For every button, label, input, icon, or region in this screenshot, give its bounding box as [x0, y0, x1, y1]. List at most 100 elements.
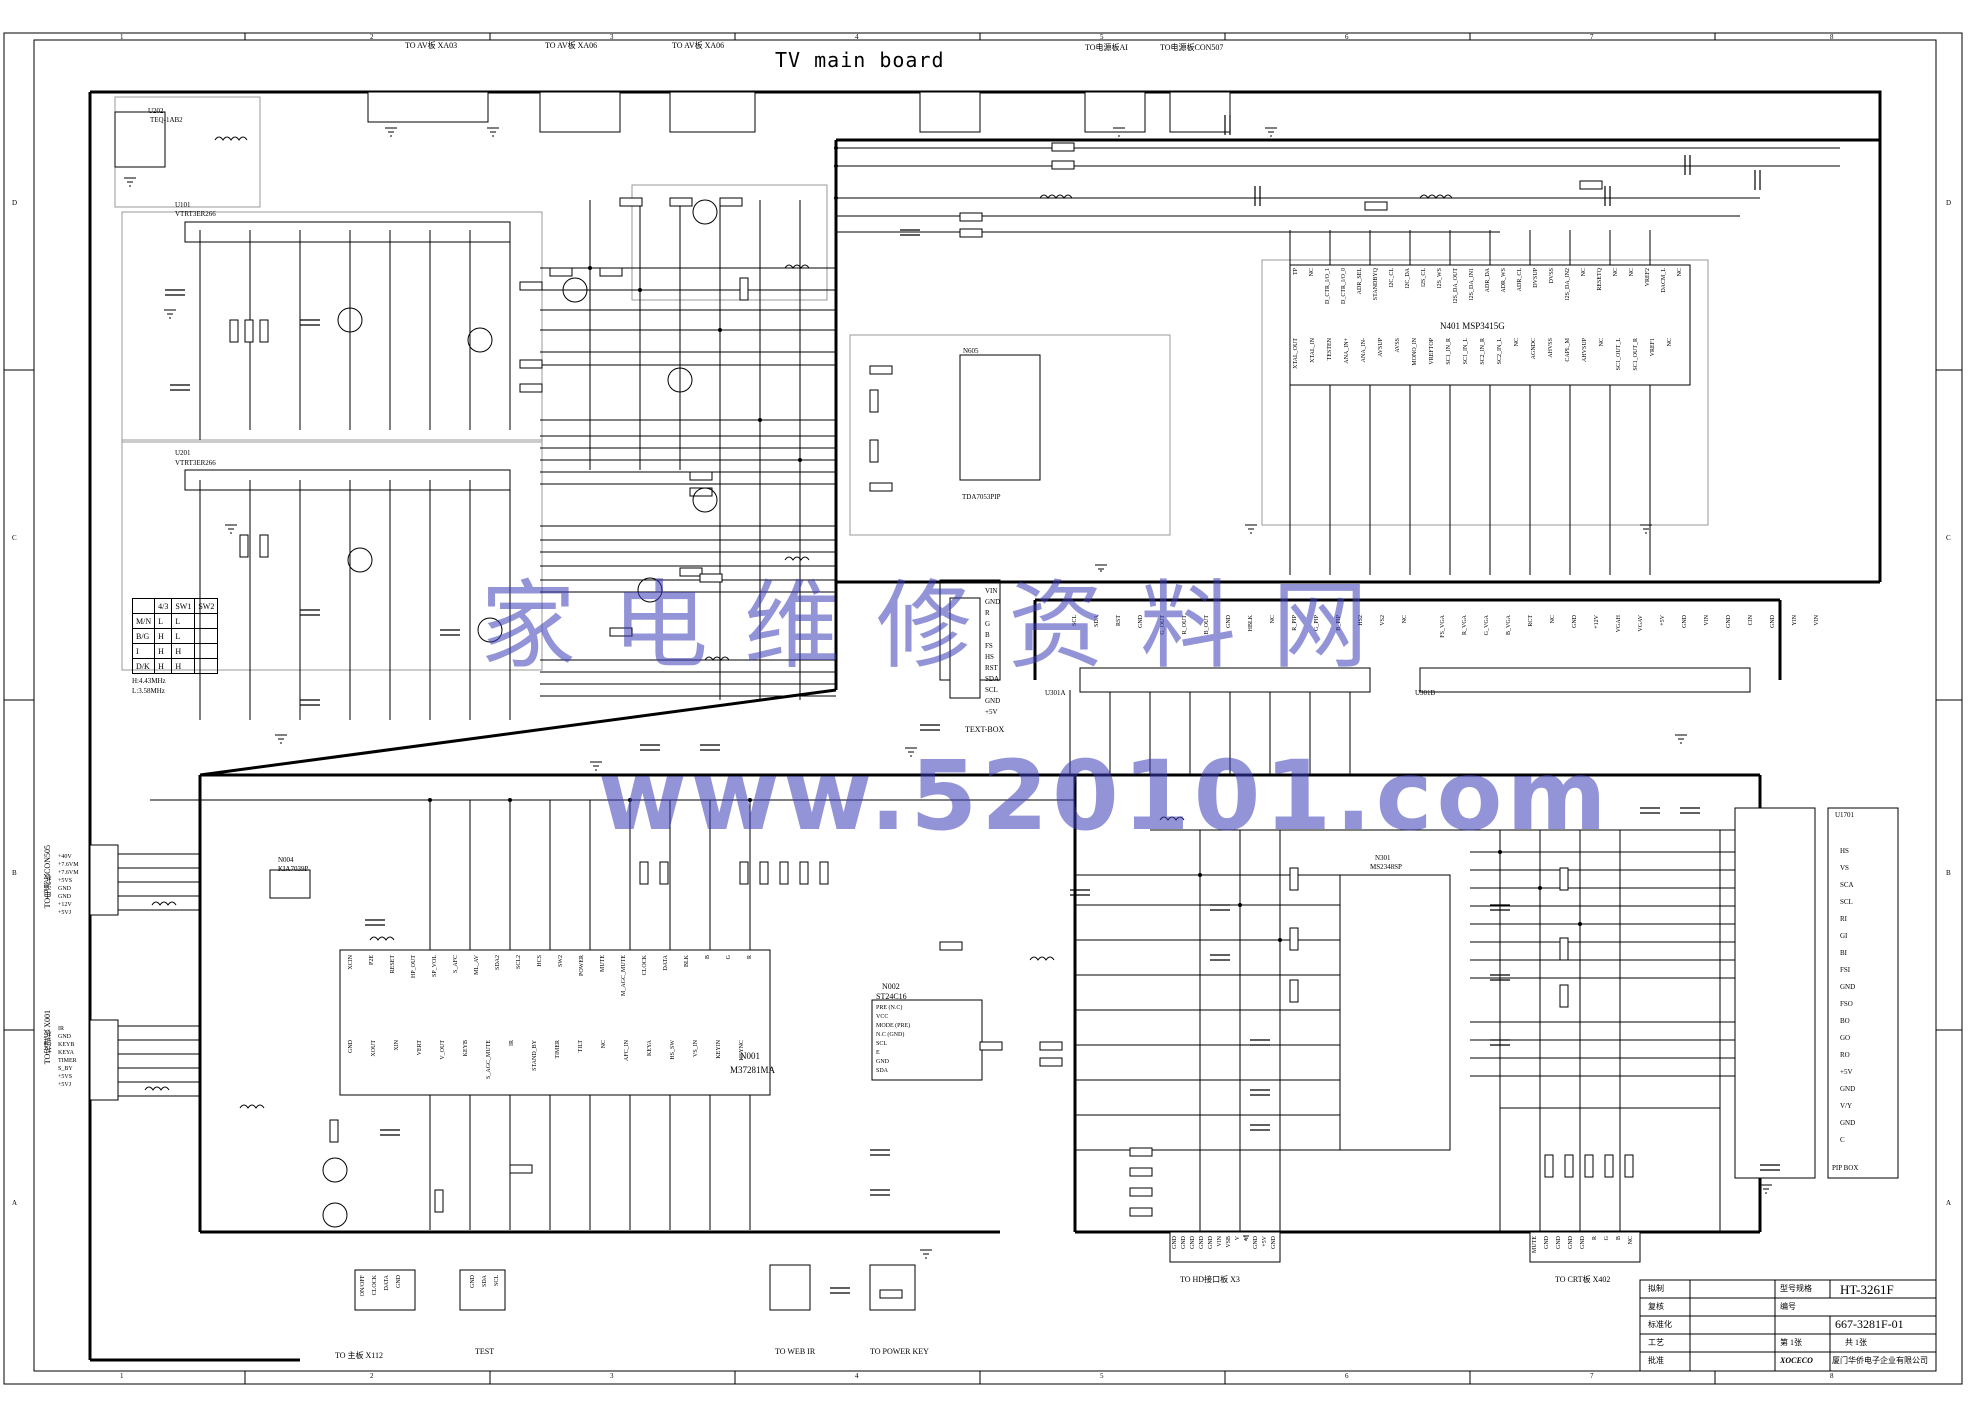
- pin-label: M_AGC_MUTE: [621, 955, 627, 997]
- grid-col-4-bottom: 4: [855, 1372, 859, 1380]
- sw-table-cell: H: [154, 628, 173, 644]
- pin-label: ML_AV: [474, 955, 480, 975]
- pin-label: NC: [1550, 615, 1556, 624]
- pin-label: V: [1235, 1236, 1241, 1241]
- pin-label: RI: [1840, 915, 1847, 923]
- pin-label: MODE (PRE): [876, 1023, 911, 1029]
- pin-label: GND: [1172, 1236, 1178, 1249]
- pin-label: AHVSUP: [1582, 338, 1588, 363]
- ic-u201-part: VTRT3ER266: [175, 459, 216, 467]
- pin-label: NC: [601, 1040, 607, 1049]
- connector-x104a-label: TO AV板 XA06: [672, 41, 725, 50]
- pin-label: RST: [985, 664, 998, 672]
- pin-label: CIN: [1748, 615, 1754, 626]
- pin-label: GND: [1568, 1236, 1574, 1249]
- pin-label: GND: [985, 598, 1001, 606]
- ic-u301a-label: U301A: [1045, 689, 1066, 697]
- tb-company: 厦门华侨电子企业有限公司: [1832, 1356, 1928, 1365]
- sw-table-cell: [194, 613, 219, 629]
- pin-label: VCC: [876, 1014, 889, 1020]
- pin-label: GND: [1580, 1236, 1586, 1249]
- connector-x005-label: TO按键板 X001: [43, 1010, 52, 1065]
- ic-u201-name: U201: [175, 449, 191, 457]
- pin-label: ANA_IN+: [1344, 338, 1350, 364]
- ic-n002-part: ST24C16: [876, 992, 907, 1001]
- connector-x503-label: TO电源板CON505: [43, 845, 52, 909]
- pin-label: Y: [1244, 1236, 1250, 1241]
- tb-model: HT-3261F: [1840, 1282, 1894, 1297]
- sw-note-h: H:4.43MHz: [132, 677, 166, 685]
- pin-label: ADR_DA: [1485, 268, 1491, 293]
- pin-label: XTAL_OUT: [1293, 338, 1299, 369]
- ic-n301-name: N301: [1375, 854, 1391, 862]
- connector-x009-label: TO POWER KEY: [870, 1347, 929, 1356]
- pin-label: FS_VGA: [1440, 615, 1446, 638]
- pin-label: KEYA: [647, 1040, 653, 1056]
- tb-approve: 批准: [1648, 1356, 1664, 1365]
- pin-label: GND: [470, 1275, 476, 1288]
- pin-label: KEYIN: [716, 1040, 722, 1059]
- grid-col-7: 7: [1590, 33, 1594, 41]
- pin-label: XIN: [394, 1040, 400, 1051]
- pin-label: +5V: [1262, 1236, 1268, 1247]
- grid-row-d-right: D: [1946, 199, 1952, 207]
- connector-x402-label: TO CRT板 X402: [1555, 1275, 1611, 1284]
- pin-label: NC: [1514, 338, 1520, 347]
- pin-label: POWER: [579, 955, 585, 976]
- pin-label: SCL: [985, 686, 998, 694]
- ic-u101-part: VTRT3ER266: [175, 210, 216, 218]
- watermark-url: www.520101.com: [598, 740, 1611, 852]
- ic-n002-name: N002: [882, 982, 900, 991]
- pin-label: +12V: [1594, 615, 1600, 629]
- pin-label: PRE (N.C): [876, 1005, 903, 1011]
- sw-table-cell: M/N: [131, 613, 156, 629]
- grid-col-7-bottom: 7: [1590, 1372, 1594, 1380]
- pin-label: VIN: [1704, 615, 1710, 626]
- pin-label: HSYNC: [739, 1040, 745, 1061]
- pin-label: SDA: [482, 1275, 488, 1288]
- connector-pip-label: PIP BOX: [1832, 1164, 1859, 1172]
- pin-label: DVSUP: [1533, 268, 1539, 288]
- pin-label: G: [726, 955, 732, 960]
- sw-note-l: L:3.58MHz: [132, 687, 165, 695]
- pin-label: DATA: [663, 955, 669, 971]
- pin-label: NC: [1628, 1236, 1634, 1245]
- pin-label: VIN: [1814, 615, 1820, 626]
- pin-label: XCIN: [348, 955, 354, 970]
- pin-label: GI: [1840, 932, 1848, 940]
- pin-label: GND: [1271, 1236, 1277, 1249]
- connector-test-label: TEST: [475, 1347, 495, 1356]
- pin-label: +7.6VM: [58, 870, 79, 876]
- sw-table-cell: L: [154, 613, 173, 629]
- connector-x901-label: TO电源板AI: [1085, 43, 1128, 52]
- grid-col-8-bottom: 8: [1830, 1372, 1834, 1380]
- ic-n605-name: N605: [963, 347, 979, 355]
- pin-label: +5VJ: [58, 910, 72, 916]
- pin-label: SW2: [558, 955, 564, 967]
- pin-label: RCT: [1528, 615, 1534, 627]
- ic-n004-part: KIA7039P: [278, 865, 309, 873]
- pin-label: I2S_WS: [1437, 268, 1443, 289]
- pin-label: AVSUP: [1378, 338, 1384, 357]
- grid-col-6-bottom: 6: [1345, 1372, 1349, 1380]
- ic-n301-part: MS2348SP: [1370, 863, 1402, 871]
- grid-row-a-right: A: [1946, 1199, 1952, 1207]
- pin-label: NC: [1677, 268, 1683, 277]
- pin-label: GND: [1253, 1236, 1259, 1249]
- pin-label: +12V: [58, 902, 72, 908]
- sw-table-cell: B/G: [131, 628, 156, 644]
- pin-label: MONO_IN: [1412, 338, 1418, 366]
- grid-row-a: A: [12, 1199, 18, 1207]
- pin-label: E: [876, 1050, 880, 1056]
- sw-table-cell: L: [171, 628, 196, 644]
- pin-label: +5VS: [58, 878, 73, 884]
- ic-u101-name: U101: [175, 201, 191, 209]
- pin-label: V_OUT: [440, 1040, 446, 1060]
- connector-x3-label: TO HD接口板 X3: [1180, 1275, 1240, 1284]
- tb-checker: 复核: [1648, 1302, 1664, 1311]
- pin-label: DATA: [384, 1275, 390, 1291]
- pin-label: B_VGA: [1506, 615, 1512, 636]
- grid-col-5-bottom: 5: [1100, 1372, 1104, 1380]
- pin-label: NC: [1613, 268, 1619, 277]
- grid-col-1: 1: [120, 33, 124, 41]
